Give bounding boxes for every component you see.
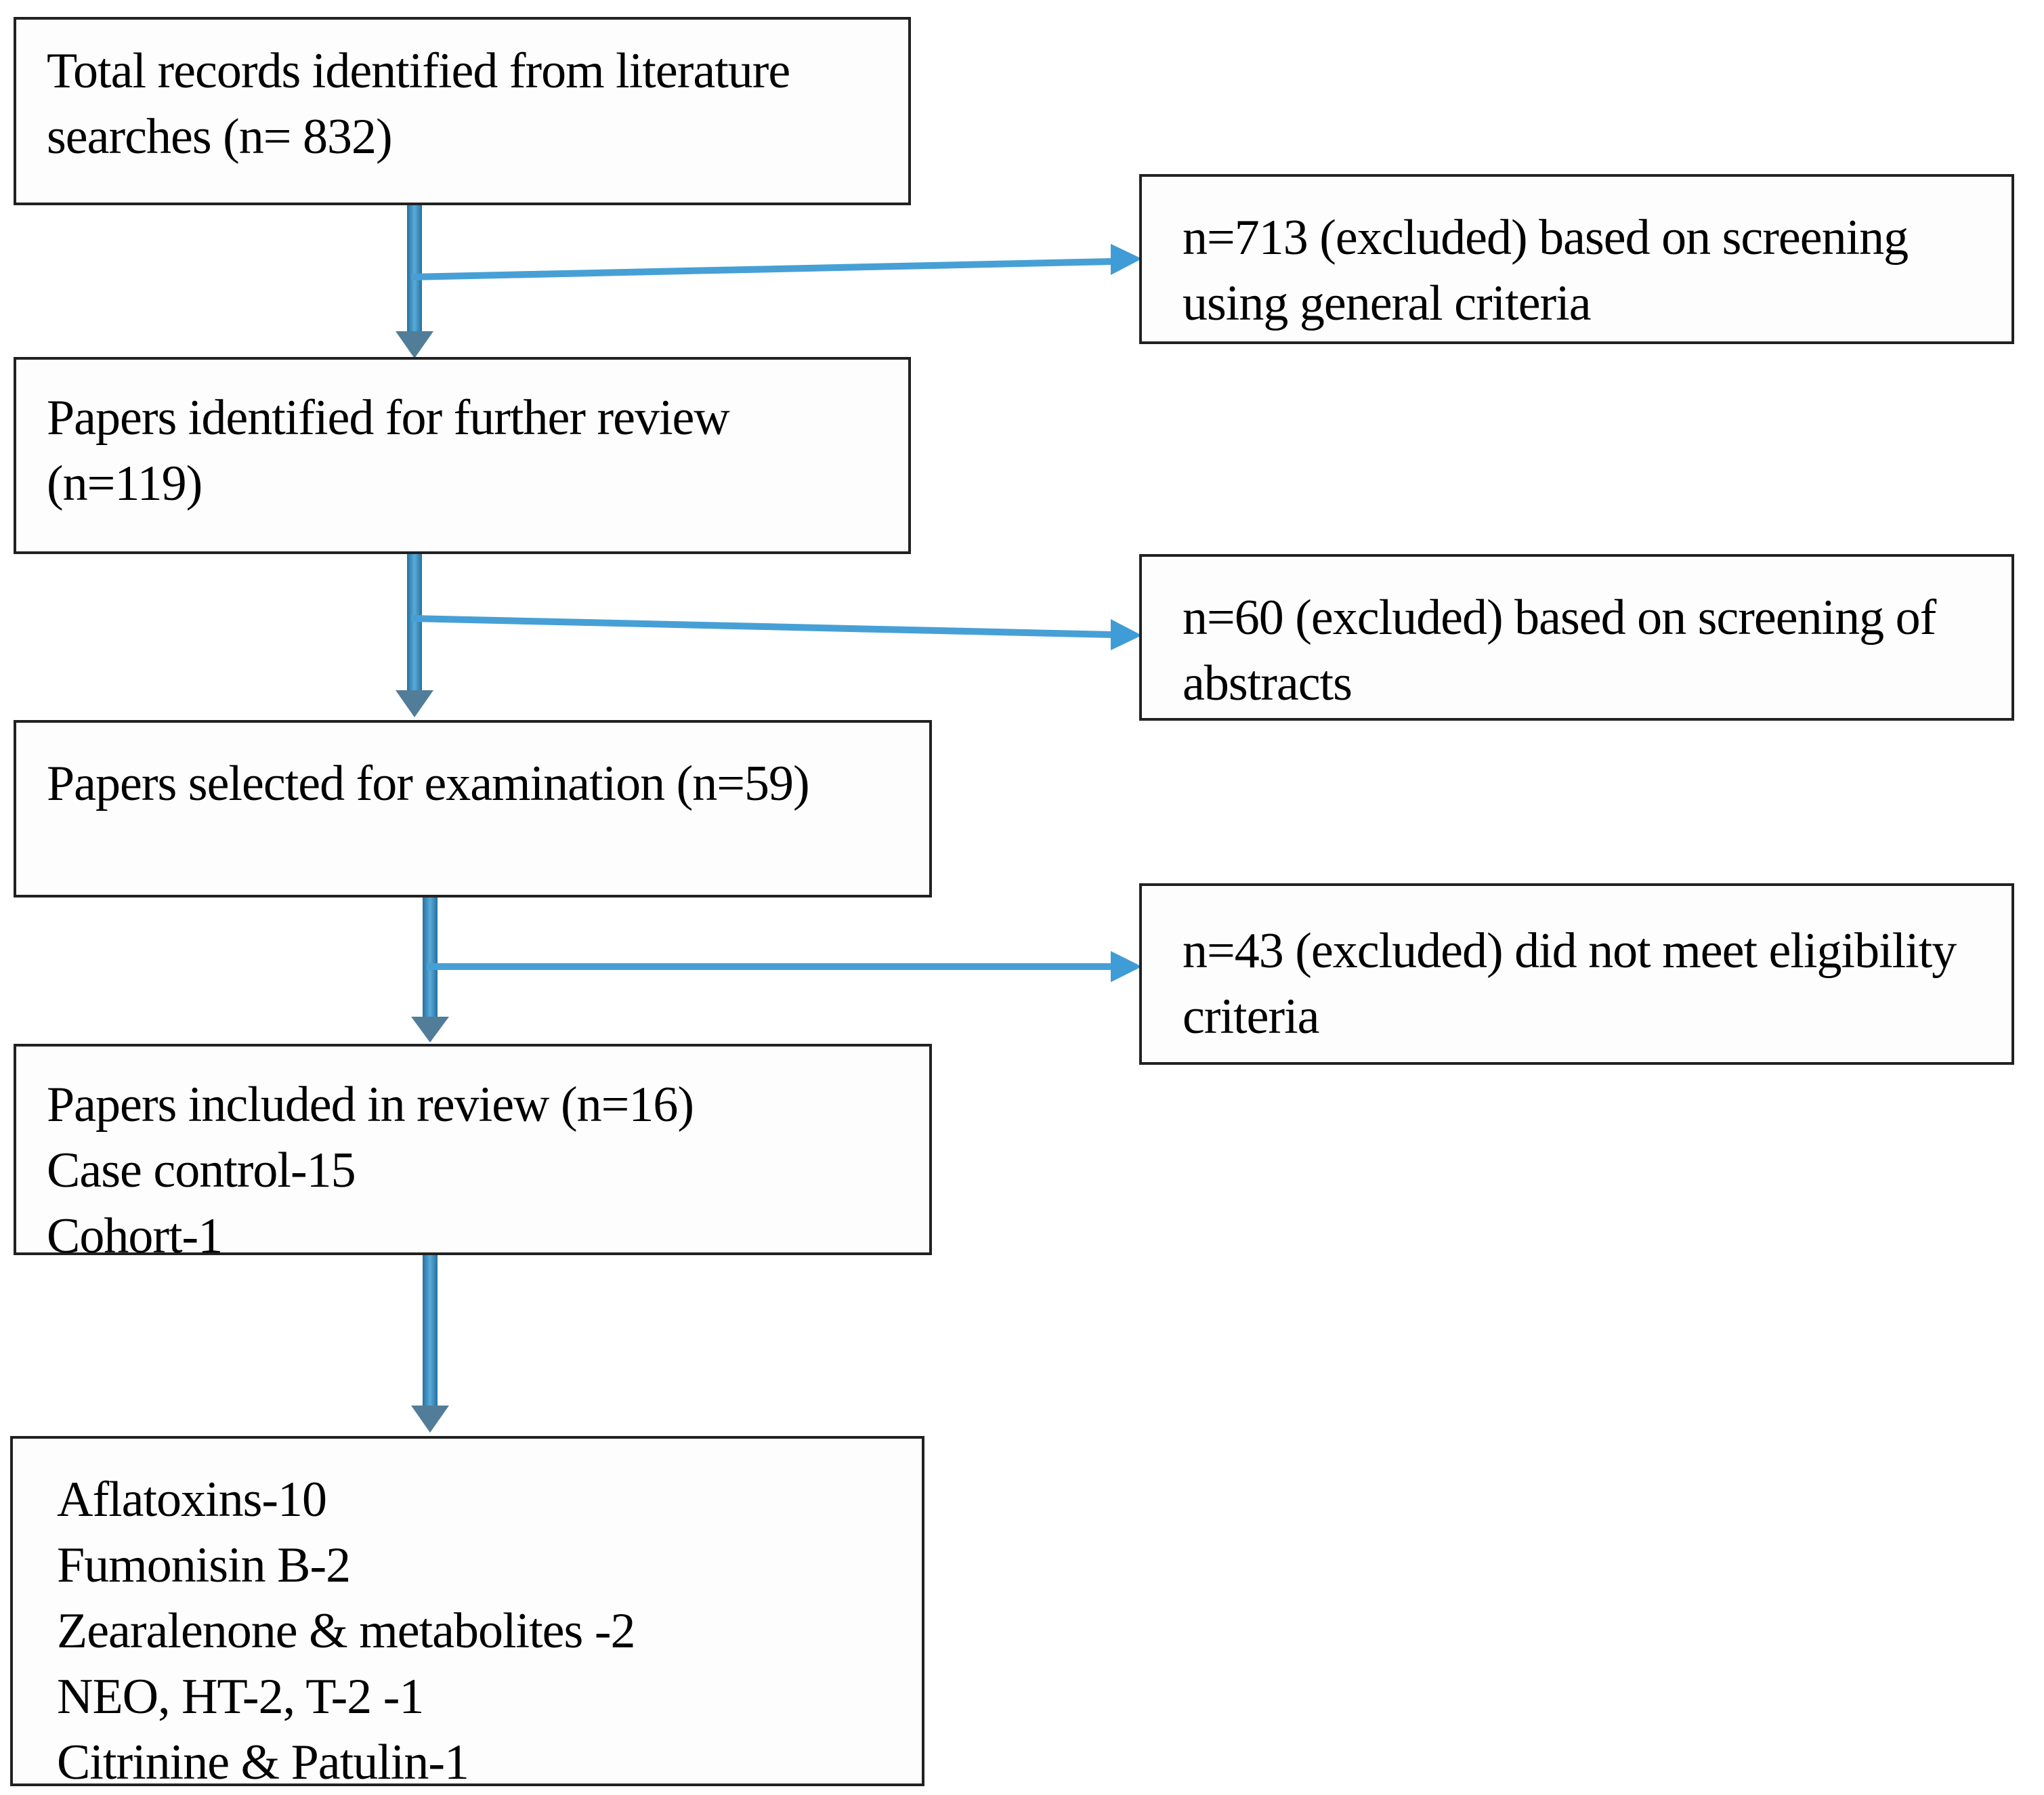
flow-box-mycotoxin-breakdown: Aflatoxins-10 Fumonisin B-2 Zearalenone … [10,1436,924,1790]
box-text-line: Aflatoxins-10 [57,1472,327,1527]
arrow-included-to-breakdown [411,1255,449,1433]
box-text-line: n=43 (excluded) did not meet eligibility [1183,923,1957,979]
flow-box-papers-included: Papers included in review (n=16) Case co… [14,1044,932,1264]
box-text-line: Citrinine & Patulin-1 [57,1735,469,1790]
box-text-line: n=713 (excluded) based on screening [1183,210,1909,266]
flow-box-papers-further-review: Papers identified for further review (n=… [14,357,911,554]
arrow-review-to-selected [396,554,433,717]
box-text-line: Papers included in review (n=16) [47,1077,694,1133]
flow-box-excluded-general: n=713 (excluded) based on screening usin… [1139,174,2014,344]
box-text-line: Papers selected for examination (n=59) [47,756,810,811]
flow-box-excluded-abstracts: n=60 (excluded) based on screening of ab… [1139,554,2014,721]
box-text-line: (n=119) [47,456,203,511]
arrow-selected-to-included [411,898,449,1042]
box-text-line: searches (n= 832) [47,109,393,165]
arrow-records-to-excluded-general [410,244,1142,280]
box-text-line: Total records identified from literature [47,43,790,99]
box-text-line: Cohort-1 [47,1208,223,1264]
flow-box-records-identified: Total records identified from literature… [14,17,911,205]
arrow-selected-to-excluded-eligibility [427,951,1142,982]
box-text-line: Zearalenone & metabolites -2 [57,1603,635,1659]
box-text-line: abstracts [1183,656,1353,711]
box-text-line: Papers identified for further review [47,390,730,446]
box-text-line: NEO, HT-2, T-2 -1 [57,1669,424,1725]
flow-box-excluded-eligibility: n=43 (excluded) did not meet eligibility… [1139,883,2014,1065]
box-text-line: using general criteria [1183,276,1592,331]
arrow-review-to-excluded-abstracts [410,615,1142,650]
arrow-records-to-review [396,205,433,358]
box-text-line: criteria [1183,989,1320,1044]
box-text-line: n=60 (excluded) based on screening of [1183,590,1936,646]
box-text-line: Case control-15 [47,1143,356,1198]
box-text-line: Fumonisin B-2 [57,1538,351,1593]
flow-box-papers-selected: Papers selected for examination (n=59) [14,720,932,898]
